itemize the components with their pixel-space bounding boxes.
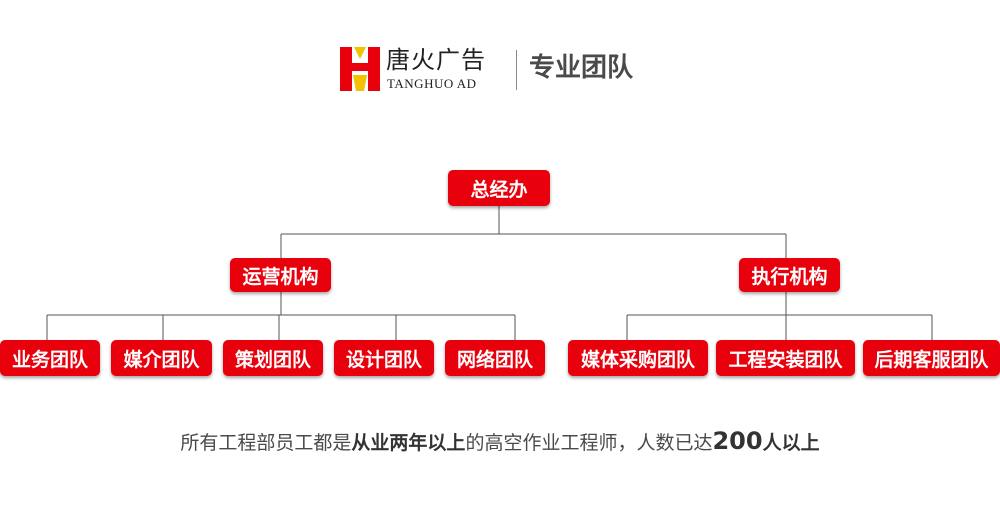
header-divider xyxy=(516,50,517,90)
team-description-part1: 所有工程部员工都是 xyxy=(180,432,352,454)
org-node-media-purchasing-team: 媒体采购团队 xyxy=(568,340,708,376)
org-node-planning-team: 策划团队 xyxy=(223,340,323,376)
org-node-root: 总经办 xyxy=(448,170,550,206)
org-node-network-team: 网络团队 xyxy=(445,340,545,376)
org-node-execution: 执行机构 xyxy=(739,258,840,292)
team-description-part3: 的高空作业工程师，人数已达 xyxy=(465,432,713,454)
team-description-part4: 人以上 xyxy=(762,432,820,454)
org-node-operations: 运营机构 xyxy=(230,258,331,292)
org-node-media-team: 媒介团队 xyxy=(111,340,212,376)
org-node-installation-team: 工程安装团队 xyxy=(716,340,855,376)
team-description-emphasis: 从业两年以上 xyxy=(351,432,466,454)
org-node-customer-service-team: 后期客服团队 xyxy=(863,340,1000,376)
header: 唐火广告 TANGHUO AD 专业团队 xyxy=(0,0,1000,130)
brand-name-cn: 唐火广告 xyxy=(386,46,486,74)
brand-name-en: TANGHUO AD xyxy=(387,76,477,91)
page-title: 专业团队 xyxy=(529,53,634,83)
org-node-design-team: 设计团队 xyxy=(334,340,434,376)
tanghuo-logo-icon xyxy=(340,47,380,91)
team-size-number: 200 xyxy=(712,427,763,455)
org-node-business-team: 业务团队 xyxy=(0,340,100,376)
team-description: 所有工程部员工都是从业两年以上的高空作业工程师，人数已达200人以上 xyxy=(0,424,1000,460)
